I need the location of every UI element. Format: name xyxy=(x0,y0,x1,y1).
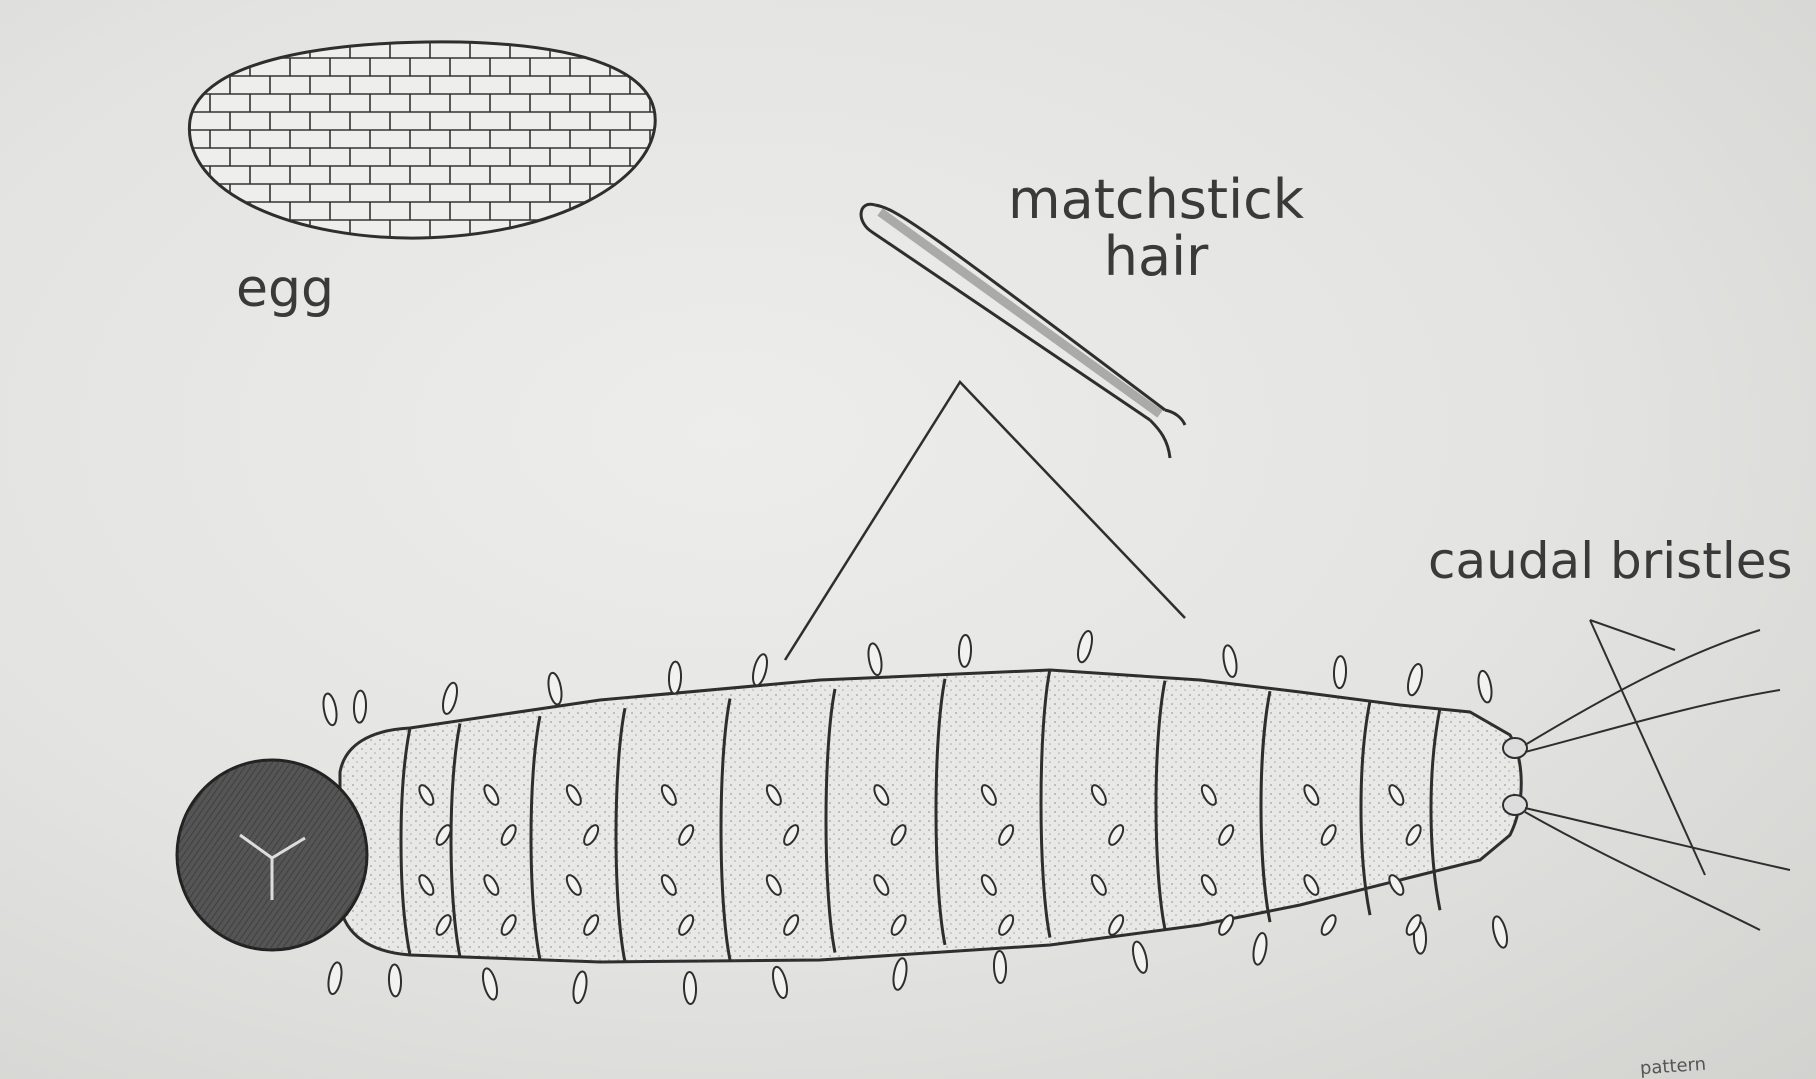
bristle xyxy=(770,965,789,999)
dorsal-hair xyxy=(1319,913,1339,937)
bristle xyxy=(1221,644,1238,678)
bristle xyxy=(353,690,366,722)
bristle xyxy=(1075,630,1094,664)
larva-head xyxy=(177,760,367,950)
pointer-lines xyxy=(785,382,1185,660)
caudal-bristles-illustration xyxy=(1503,620,1790,930)
bristle xyxy=(321,693,338,727)
bristle xyxy=(1405,663,1424,697)
egg-illustration xyxy=(170,40,670,256)
bristle xyxy=(546,672,563,706)
bristle xyxy=(1130,940,1149,974)
bristle xyxy=(683,972,696,1004)
larva-body xyxy=(321,630,1521,1005)
caudal-bristles-label: caudal bristles xyxy=(1428,535,1793,588)
bristle xyxy=(480,967,499,1001)
bristle xyxy=(440,681,459,715)
bristle xyxy=(388,964,401,996)
egg-label: egg xyxy=(236,262,334,317)
bristle xyxy=(1490,915,1509,949)
bristle xyxy=(1333,656,1346,688)
bristle xyxy=(750,653,769,687)
bristle xyxy=(668,661,681,693)
matchstick-hair-label-line2: hair xyxy=(1008,229,1304,286)
bristle xyxy=(1251,932,1268,966)
matchstick-hair-label: matchstick hair xyxy=(1008,172,1304,285)
bristle xyxy=(1476,670,1493,704)
bristle xyxy=(891,957,908,991)
bristle xyxy=(866,642,883,676)
bristle xyxy=(571,970,588,1004)
bristle xyxy=(326,961,343,995)
matchstick-hair-label-line1: matchstick xyxy=(1008,172,1304,229)
bristle xyxy=(993,951,1006,983)
bristle xyxy=(958,635,971,667)
